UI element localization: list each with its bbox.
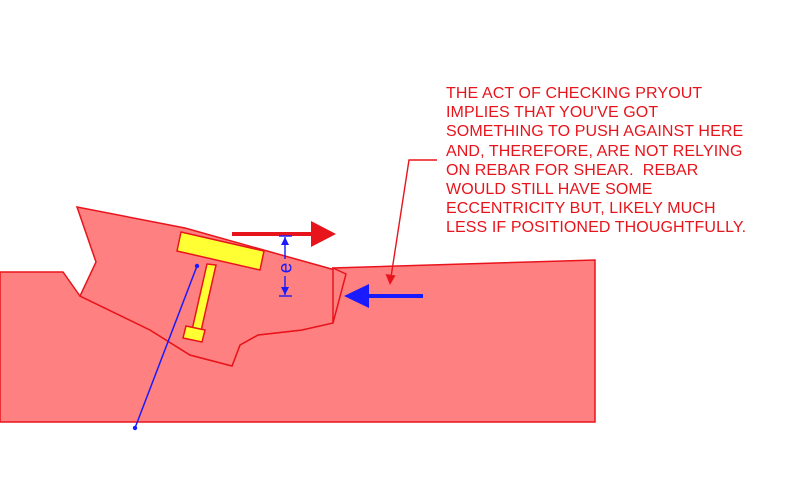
anchor-stud-head (182, 325, 206, 343)
note-line: ON REBAR FOR SHEAR. REBAR (446, 161, 699, 179)
note-line: WOULD STILL HAVE SOME (446, 181, 653, 199)
eccentricity-label: e (276, 263, 297, 274)
arrow-right-icon (232, 221, 336, 247)
rebar-line (134, 265, 198, 429)
eccentricity-dimension: e (276, 235, 297, 297)
note-line: ECCENTRICITY BUT, LIKELY MUCH (446, 200, 716, 218)
note-leader (385, 159, 437, 285)
note-line: IMPLIES THAT YOU'VE GOT (446, 104, 659, 122)
note-line: AND, THEREFORE, ARE NOT RELYING (446, 142, 743, 160)
arrow-left-icon (344, 284, 423, 308)
bearing-wedge (332, 266, 347, 324)
annotation-note: THE ACT OF CHECKING PRYOUT IMPLIES THAT … (446, 84, 791, 238)
note-line: LESS IF POSITIONED THOUGHTFULLY. (446, 219, 747, 237)
note-line: SOMETHING TO PUSH AGAINST HERE (446, 123, 744, 141)
note-line: THE ACT OF CHECKING PRYOUT (446, 85, 703, 102)
anchor-plate (176, 231, 265, 271)
rebar-end-dot (194, 263, 200, 269)
rebar-end-dot (132, 425, 138, 431)
